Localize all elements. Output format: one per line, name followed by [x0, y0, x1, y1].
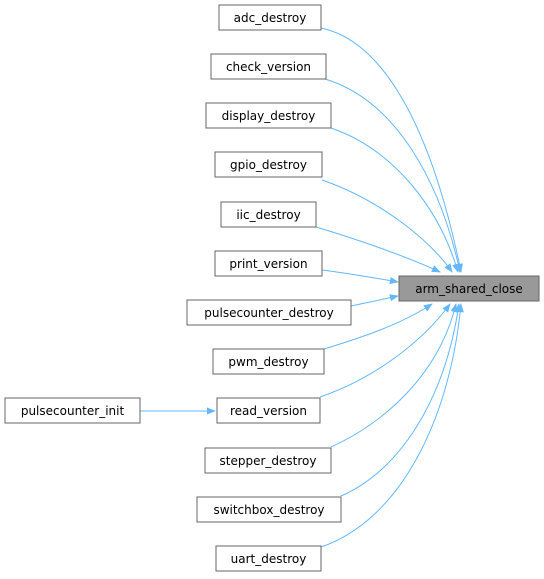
- edge-uart-destroy: [320, 303, 464, 548]
- caller-node-label: pulsecounter_destroy: [204, 306, 333, 320]
- target-node-label: arm_shared_close: [415, 282, 523, 296]
- caller-node-label: iic_destroy: [236, 208, 300, 222]
- edge-print-version: [321, 269, 399, 285]
- caller-node-label: display_destroy: [222, 109, 316, 123]
- caller-node-check-version[interactable]: check_version: [210, 53, 327, 80]
- caller-node-display-destroy[interactable]: display_destroy: [205, 102, 332, 129]
- caller-node-label: pwm_destroy: [228, 355, 308, 369]
- edge-iic-destroy: [315, 226, 441, 273]
- caller-node-adc-destroy[interactable]: adc_destroy: [218, 4, 322, 31]
- edge-switchbox-destroy: [340, 303, 462, 497]
- caller-node-label: stepper_destroy: [220, 454, 317, 468]
- caller-node-uart-destroy[interactable]: uart_destroy: [215, 545, 322, 572]
- caller-node-label: print_version: [229, 257, 307, 271]
- caller-node-gpio-destroy[interactable]: gpio_destroy: [214, 151, 323, 178]
- edge-gpio-destroy: [321, 179, 453, 273]
- edge-pwm-destroy: [323, 303, 433, 350]
- edge-read-version: [319, 303, 451, 398]
- edge-stepper-destroy: [330, 303, 458, 448]
- caller-node-label: read_version: [230, 404, 307, 418]
- caller-node-print-version[interactable]: print_version: [214, 250, 323, 277]
- caller-node-iic-destroy[interactable]: iic_destroy: [220, 201, 317, 228]
- caller-node-switchbox-destroy[interactable]: switchbox_destroy: [196, 496, 342, 523]
- caller-node-pulsecounter-destroy[interactable]: pulsecounter_destroy: [186, 299, 352, 326]
- edge-display-destroy: [330, 127, 460, 273]
- caller-node-stepper-destroy[interactable]: stepper_destroy: [204, 447, 332, 474]
- edge-adc-destroy: [320, 27, 463, 273]
- edge-check-version: [324, 78, 462, 273]
- caller-node-label: gpio_destroy: [230, 158, 307, 172]
- caller-node-pulsecounter-init[interactable]: pulsecounter_init: [4, 397, 141, 424]
- edges: [140, 27, 464, 548]
- caller-node-label: uart_destroy: [231, 552, 307, 566]
- caller-node-label: adc_destroy: [234, 11, 307, 25]
- caller-node-read-version[interactable]: read_version: [216, 397, 321, 424]
- caller-node-label: switchbox_destroy: [213, 503, 324, 517]
- caller-node-label: check_version: [226, 60, 311, 74]
- caller-node-pwm-destroy[interactable]: pwm_destroy: [212, 348, 325, 375]
- target-node[interactable]: arm_shared_close: [398, 275, 540, 302]
- edge-pulsecounter-destroy: [350, 294, 399, 307]
- caller-node-label: pulsecounter_init: [21, 404, 125, 418]
